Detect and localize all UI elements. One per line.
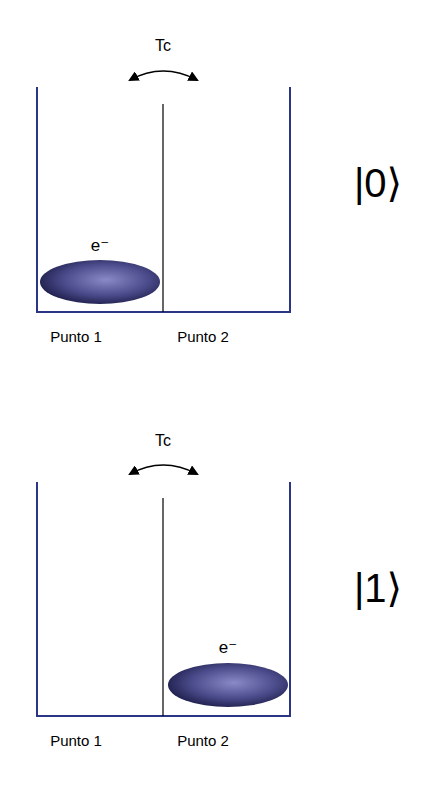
state-ket: |1⟩: [354, 566, 402, 610]
well-top: [37, 71, 290, 312]
electron-label: e⁻: [219, 639, 237, 658]
coupling-label: Tc: [155, 432, 171, 450]
dot-label: Punto 2: [177, 329, 229, 346]
well-bottom: [37, 465, 290, 716]
electron-label: e⁻: [91, 237, 109, 256]
state-ket: |0⟩: [354, 161, 402, 205]
dot-label: Punto 1: [50, 733, 102, 750]
coupling-label: Tc: [155, 37, 171, 55]
dot-label: Punto 1: [50, 329, 102, 346]
dot-label: Punto 2: [177, 733, 229, 750]
